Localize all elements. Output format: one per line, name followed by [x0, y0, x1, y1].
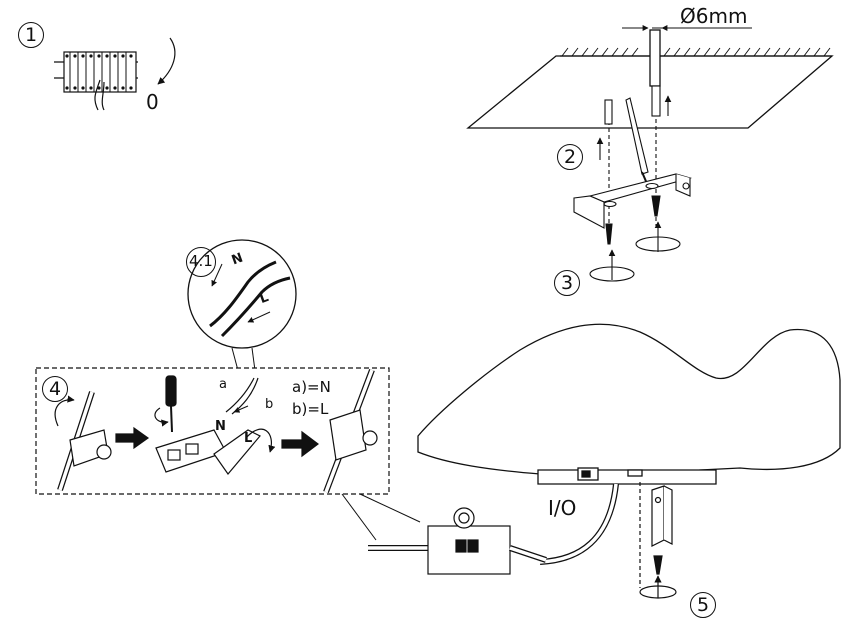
step5-bracket [639, 482, 677, 599]
terminal-n-label: N [215, 419, 226, 434]
step3-rotation [589, 221, 681, 282]
step1-number: 1 [25, 24, 38, 46]
lamp-fixture [417, 323, 841, 565]
wire-b-label: b [265, 397, 274, 412]
step41-number: 4.1 [189, 252, 213, 270]
ceiling-slab [466, 25, 834, 129]
step41-badge [186, 247, 216, 277]
connection-box [368, 507, 547, 575]
step5-badge [690, 592, 716, 618]
step4-badge [42, 376, 68, 402]
step1-breaker-panel [54, 37, 176, 111]
step3-number: 3 [561, 272, 574, 294]
diameter-label: Ø6mm [680, 4, 748, 28]
step2-badge [557, 144, 583, 170]
step3-badge [554, 270, 580, 296]
a-equals-n: a)=N [292, 378, 331, 396]
step2-anchors-bracket [573, 85, 693, 245]
wire-a-label: a [219, 377, 227, 392]
step1-badge [18, 22, 44, 48]
step5-number: 5 [697, 594, 710, 616]
b-equals-l: b)=L [292, 400, 329, 418]
switch-label: I/O [548, 496, 577, 520]
step4-number: 4 [49, 378, 62, 400]
step2-number: 2 [564, 146, 577, 168]
terminal-l-label: L [244, 431, 253, 446]
step4-panel [35, 367, 421, 541]
zero-label: 0 [146, 90, 159, 114]
